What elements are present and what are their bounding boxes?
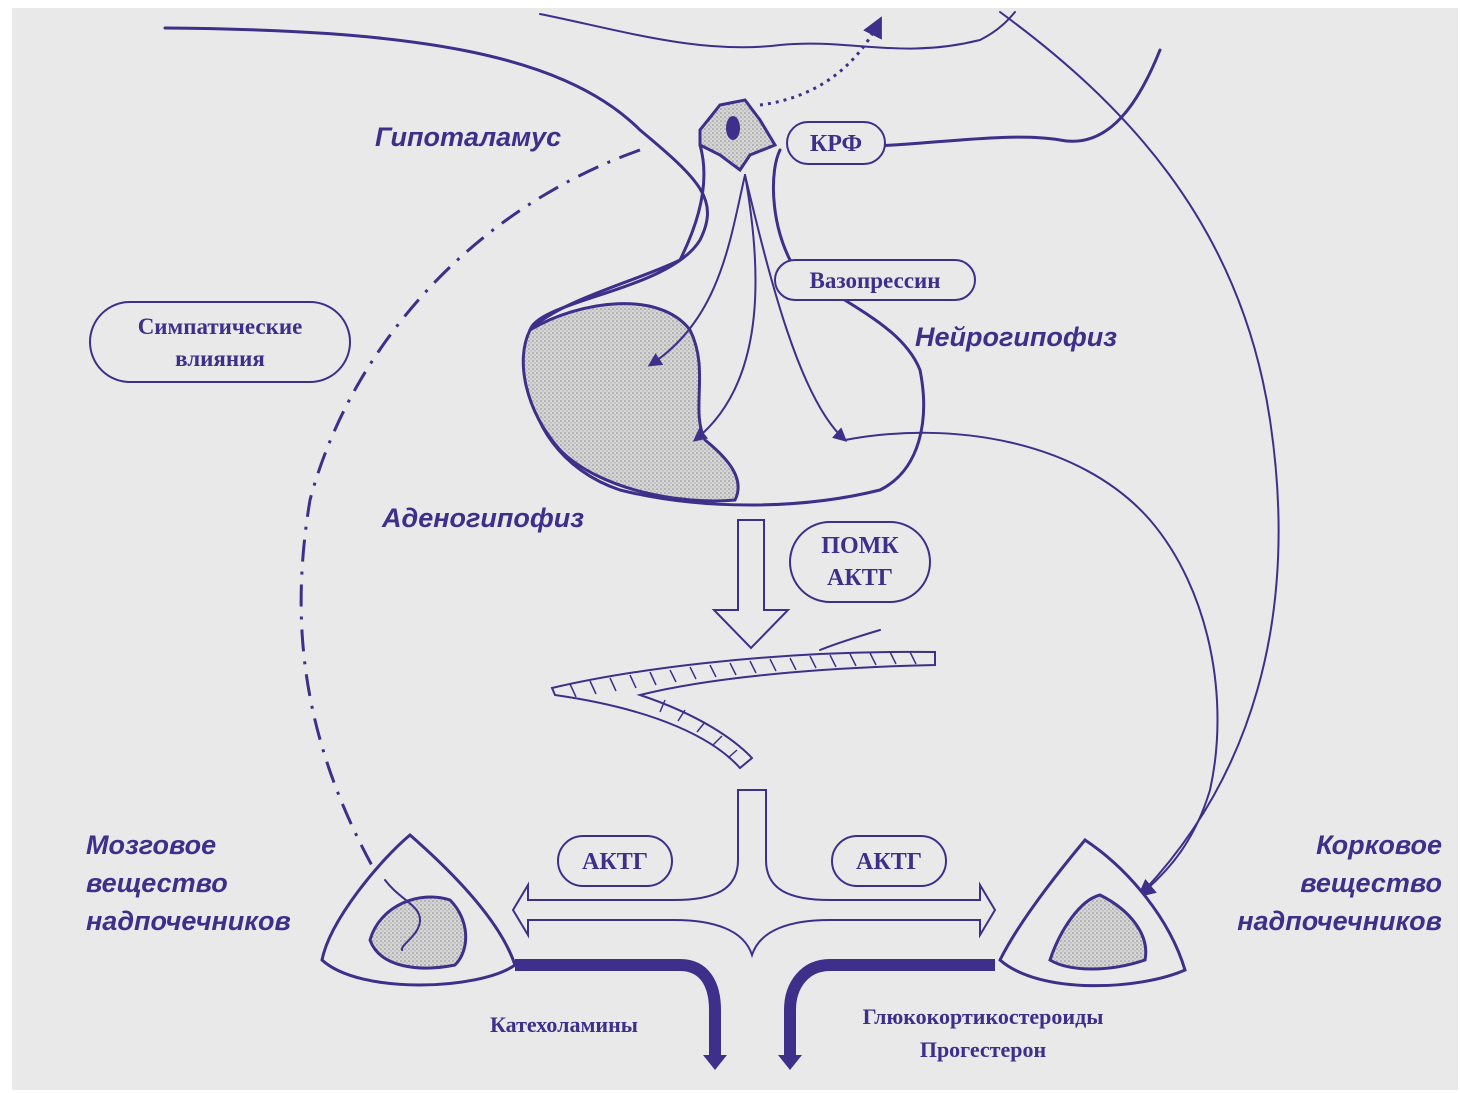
- cortex-label-line2: вещество: [1300, 868, 1442, 898]
- glucocorticoids-label: Глюкокортикостероиды: [863, 1004, 1104, 1029]
- sympathetic-label-line1: Симпатические: [138, 314, 303, 339]
- pomc-label-line1: ПОМК: [821, 533, 899, 559]
- medulla-label-line1: Мозговое: [86, 830, 216, 860]
- progesterone-label: Прогестерон: [920, 1037, 1047, 1062]
- cortex-label-line1: Корковое: [1316, 830, 1442, 860]
- catecholamines-label: Катехоламины: [490, 1012, 638, 1037]
- pomc-label-line2: АКТГ: [827, 565, 893, 591]
- sympathetic-label-line2: влияния: [175, 346, 265, 371]
- vasopressin-label: Вазопрессин: [810, 268, 941, 293]
- adenohypophysis-label: Аденогипофиз: [381, 503, 584, 533]
- neuron-nucleus: [726, 116, 740, 140]
- actg-left-label: АКТГ: [582, 849, 648, 875]
- neurohypophysis-label: Нейрогипофиз: [915, 322, 1117, 352]
- actg-right-label: АКТГ: [856, 849, 922, 875]
- hypothalamus-label: Гипоталамус: [375, 122, 561, 152]
- medulla-label-line2: вещество: [86, 868, 228, 898]
- crf-label: КРФ: [810, 131, 862, 157]
- medulla-label-line3: надпочечников: [86, 906, 291, 936]
- cortex-label-line3: надпочечников: [1237, 906, 1442, 936]
